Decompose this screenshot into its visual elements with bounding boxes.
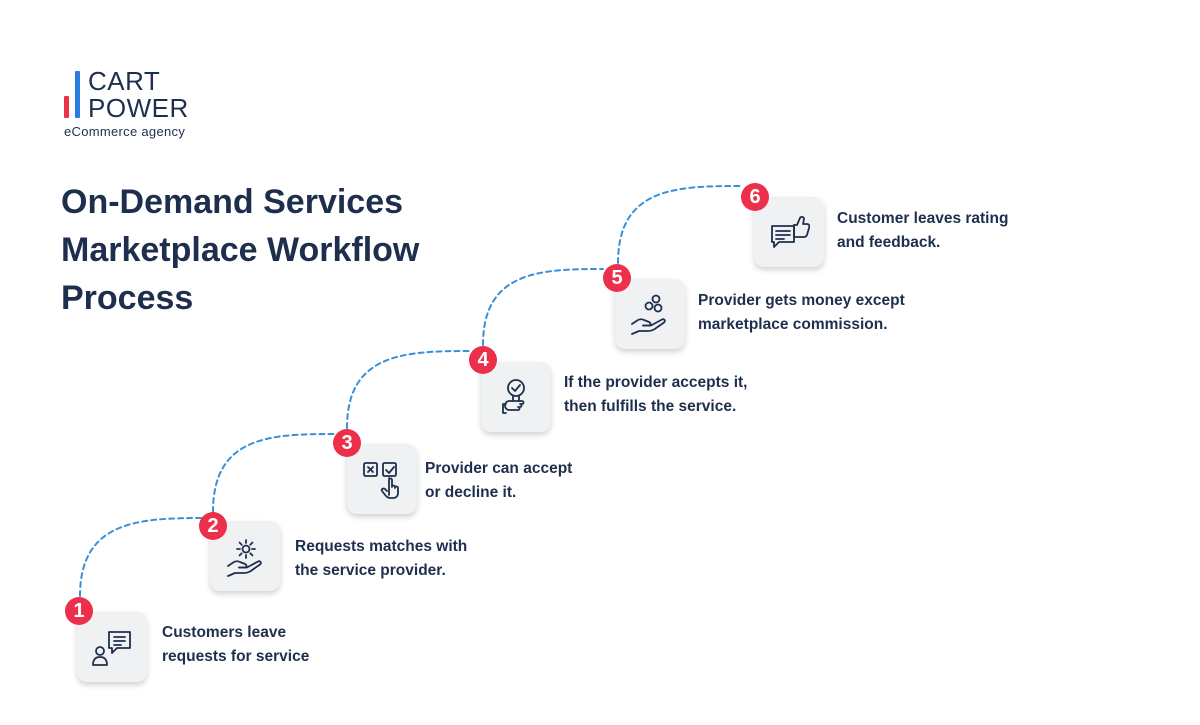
title-line-1: On-Demand Services — [61, 183, 404, 221]
customer-request-icon — [92, 631, 131, 666]
step-3-text: Provider can accept or decline it. — [425, 457, 685, 505]
step-2-line-2: the service provider. — [295, 562, 446, 579]
step-5-icon-box — [615, 279, 685, 349]
step-3-line-1: Provider can accept — [425, 460, 573, 477]
logo-line-2: POWER — [88, 93, 189, 123]
step-5-text: Provider gets money except marketplace c… — [698, 289, 958, 337]
cart-power-logo: CART POWER eCommerce agency — [62, 68, 242, 143]
step-2-badge: 2 — [199, 512, 227, 540]
approved-service-icon — [502, 379, 525, 414]
logo-red-bar — [64, 96, 69, 118]
step-2-line-1: Requests matches with — [295, 538, 468, 555]
connector-4-5 — [482, 268, 604, 346]
connector-2-3 — [212, 433, 336, 513]
connector-1-2 — [79, 517, 206, 597]
logo-line-1: CART — [88, 66, 161, 96]
money-hand-icon — [631, 294, 666, 335]
page-title: On-Demand Services Marketplace Workflow … — [61, 178, 531, 322]
step-5-line-1: Provider gets money except — [698, 292, 905, 309]
step-4-line-2: then fulfills the service. — [564, 398, 737, 415]
step-1-icon-box — [77, 612, 147, 682]
step-6-badge: 6 — [741, 183, 769, 211]
connector-5-6 — [617, 185, 741, 264]
step-3-badge: 3 — [333, 429, 361, 457]
step-2-text: Requests matches with the service provid… — [295, 535, 555, 583]
step-4-icon-box — [481, 362, 551, 432]
logo-blue-bar — [75, 71, 80, 118]
step-3-icon-box — [347, 444, 417, 514]
gear-hand-icon — [227, 539, 262, 577]
accept-decline-icon — [363, 462, 399, 499]
logo-tagline: eCommerce agency — [64, 124, 186, 139]
step-1-line-2: requests for service — [162, 648, 310, 665]
step-1-badge: 1 — [65, 597, 93, 625]
step-3-line-2: or decline it. — [425, 484, 517, 501]
step-5-line-2: marketplace commission. — [698, 316, 888, 333]
step-1-line-1: Customers leave — [162, 624, 287, 641]
connector-3-4 — [346, 350, 471, 429]
step-6-line-1: Customer leaves rating — [837, 210, 1009, 227]
step-1-text: Customers leave requests for service — [162, 621, 422, 669]
step-6-icon-box — [754, 197, 824, 267]
title-line-2: Marketplace Workflow — [61, 231, 420, 269]
step-5-badge: 5 — [603, 264, 631, 292]
step-4-badge: 4 — [469, 346, 497, 374]
step-4-text: If the provider accepts it, then fulfill… — [564, 371, 824, 419]
title-line-3: Process — [61, 279, 194, 317]
step-6-text: Customer leaves rating and feedback. — [837, 207, 1097, 255]
step-4-line-1: If the provider accepts it, — [564, 374, 748, 391]
rating-feedback-icon — [771, 216, 810, 248]
step-6-line-2: and feedback. — [837, 234, 941, 251]
